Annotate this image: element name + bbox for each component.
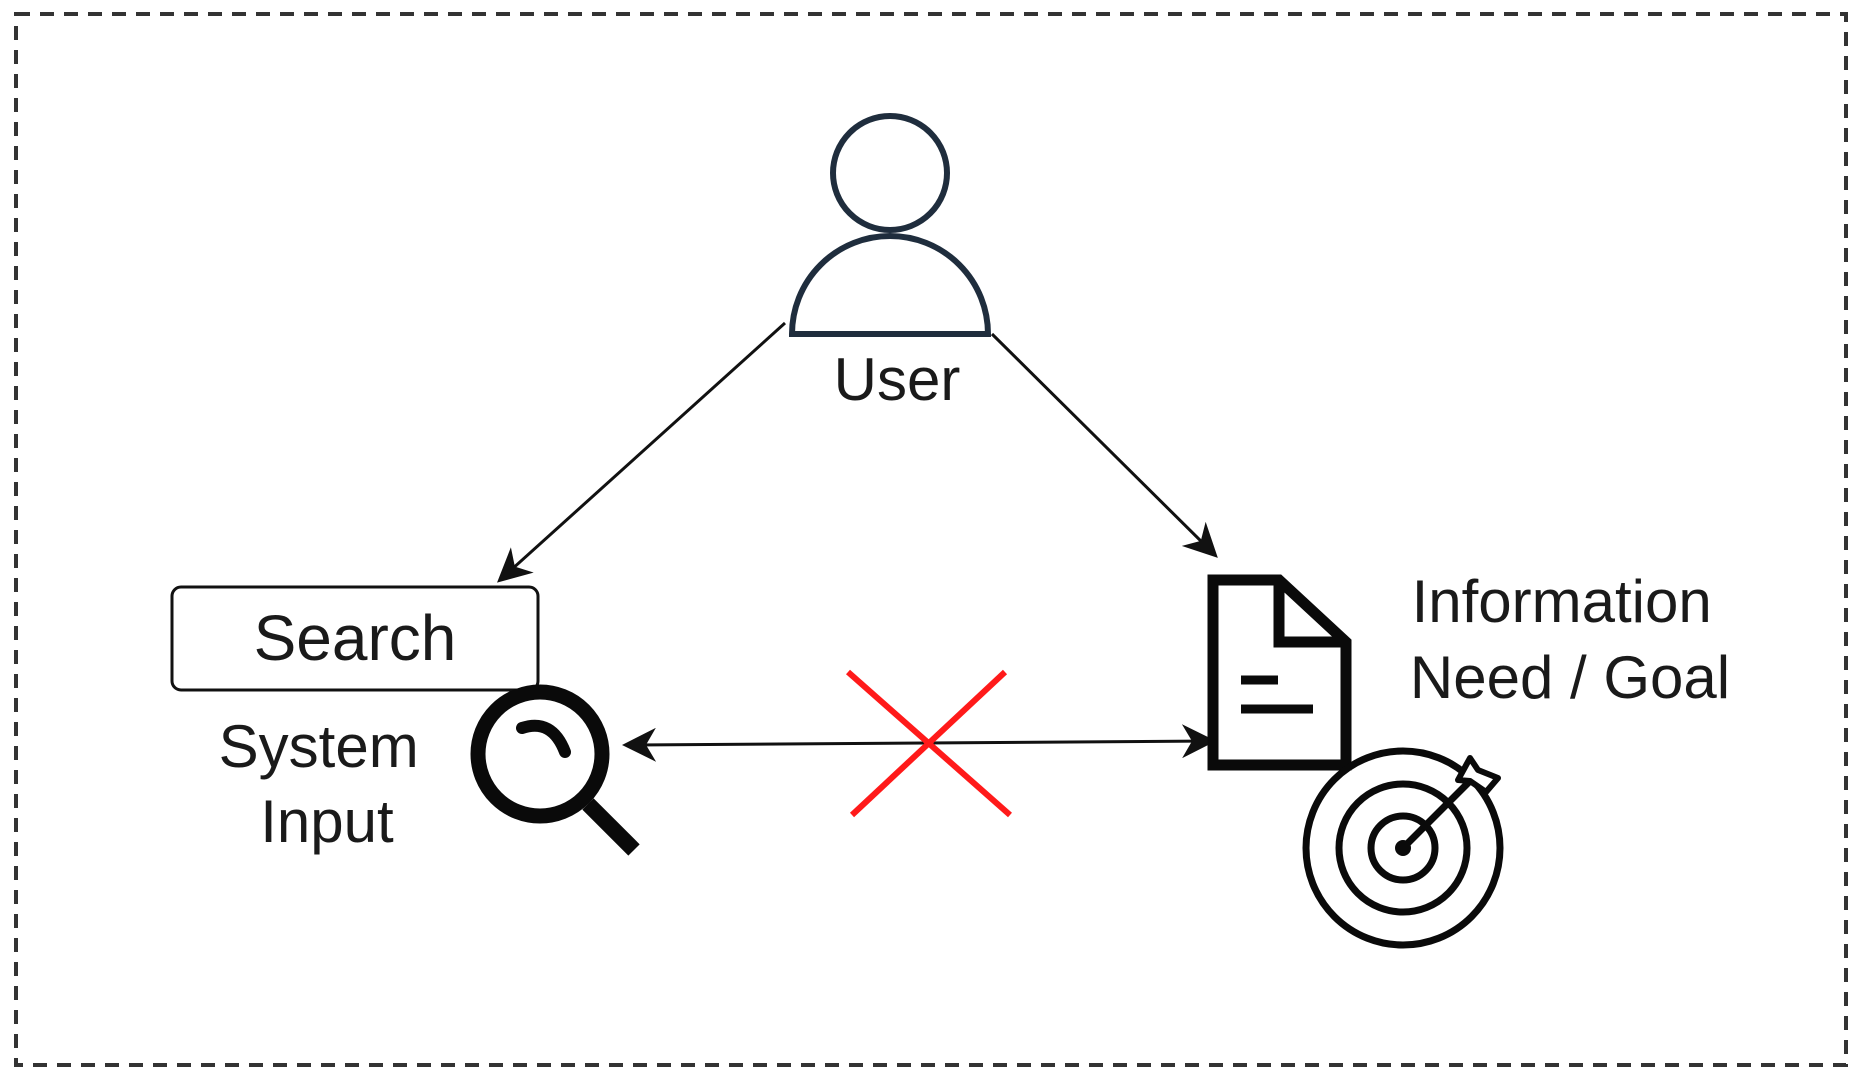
target-icon [1302, 747, 1504, 949]
information-need-label: Information Need / Goal [1410, 568, 1730, 711]
user-node: User [788, 113, 992, 413]
system-input-node: Search System Input [170, 585, 640, 856]
document-icon [1207, 574, 1352, 771]
user-label: User [834, 346, 961, 413]
information-need-node: Information Need / Goal [1207, 568, 1730, 949]
magnifier-icon [470, 684, 640, 856]
edge-system-input-information-need [622, 724, 1216, 762]
edge-user-to-information-need [990, 332, 1218, 558]
information-need-label-line-1: Information [1412, 568, 1712, 635]
information-need-label-line-2: Need / Goal [1410, 644, 1730, 711]
edge-user-to-system-input [497, 321, 787, 583]
search-box: Search [170, 585, 540, 692]
system-input-label: System Input [219, 713, 436, 855]
dashed-frame [14, 12, 1848, 1067]
user-icon [788, 113, 992, 337]
blocked-cross-icon [846, 669, 1012, 818]
system-input-label-line-1: System [219, 713, 419, 780]
system-input-label-line-2: Input [260, 788, 394, 855]
search-box-label: Search [254, 602, 457, 674]
